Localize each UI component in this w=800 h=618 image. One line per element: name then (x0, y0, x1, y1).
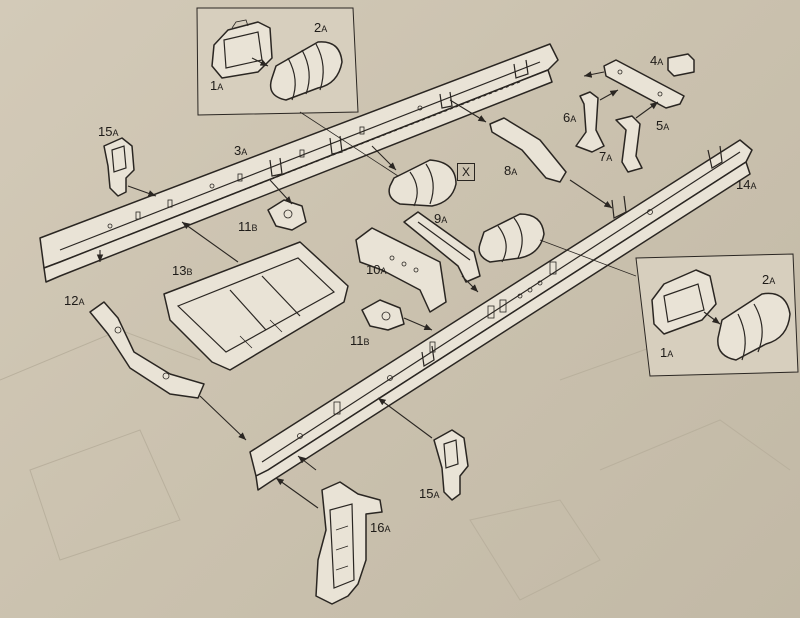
part-8a-brace (449, 99, 613, 209)
part-13b-tray (163, 221, 349, 371)
leader-line-top (299, 111, 399, 177)
label-8a: 8A (504, 163, 518, 178)
label-7a: 7A (599, 149, 613, 164)
part-12a-arm (89, 250, 247, 441)
inset-box-right (539, 239, 799, 377)
label-16a: 16A (370, 520, 391, 535)
part-2a-top (269, 41, 343, 101)
part-3a-rail (39, 43, 559, 283)
part-1a-top (211, 19, 273, 79)
part-15a-left (103, 137, 157, 197)
label-12a: 12A (64, 293, 85, 308)
label-9a: 9A (434, 211, 448, 226)
label-1a-inset: 1A (660, 345, 674, 360)
part-drum-center (478, 213, 545, 263)
part-14a-rail (249, 139, 753, 491)
part-16a-bracket (275, 455, 383, 605)
label-11b-lower: 11B (350, 333, 370, 348)
part-drum-x (371, 145, 457, 207)
label-2a-top: 2A (314, 20, 328, 35)
label-6a: 6A (563, 110, 577, 125)
label-13b: 13B (172, 263, 193, 278)
label-11b-upper: 11B (238, 219, 258, 234)
label-4a: 4A (650, 53, 664, 68)
label-15a-right: 15A (419, 486, 440, 501)
label-2a-inset: 2A (762, 272, 776, 287)
label-3a: 3A (234, 143, 248, 158)
marker-x-box: X (457, 163, 475, 181)
part-10a-crossmember (355, 227, 447, 313)
part-11b-upper (267, 179, 307, 231)
part-7a-upright (615, 101, 659, 173)
label-10a: 10A (366, 262, 387, 277)
part-11b-lower (361, 299, 433, 331)
inset-box-top (196, 7, 359, 116)
part-4a-plate (667, 53, 695, 77)
part-5a-bracket (583, 59, 685, 109)
label-5a: 5A (656, 118, 670, 133)
label-15a-left: 15A (98, 124, 119, 139)
part-6a-upright (575, 89, 619, 153)
part-15a-right (377, 397, 469, 501)
part-9a-bar (403, 211, 481, 293)
part-2a-inset (717, 292, 791, 361)
part-1a-inset (651, 269, 717, 335)
label-1a-top: 1A (210, 78, 224, 93)
label-14a: 14A (736, 177, 757, 192)
